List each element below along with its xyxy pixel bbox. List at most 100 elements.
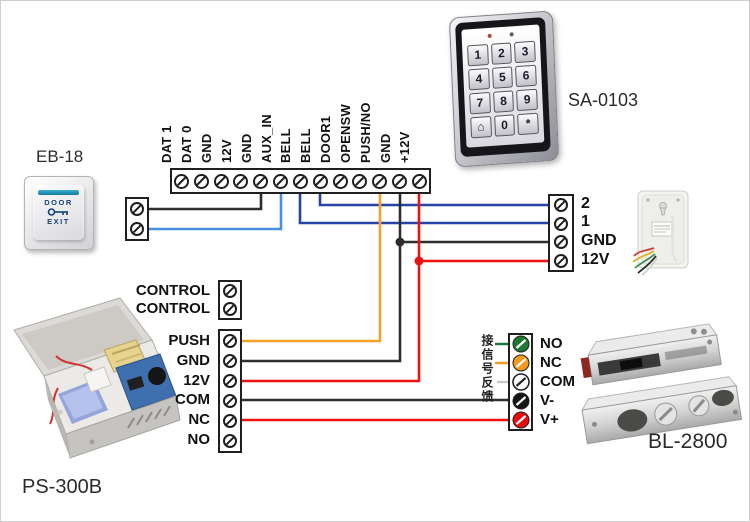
terminal-label-p12v: +12V: [397, 131, 412, 163]
doorbell-row-label-gnd: GND: [581, 232, 617, 249]
screw-terminal: [213, 173, 229, 189]
control-label-2: CONTROL: [135, 300, 210, 317]
terminal-label-bell2: BELL: [298, 128, 313, 163]
screw-terminal: [223, 394, 237, 408]
control-label-1: CONTROL: [135, 282, 210, 299]
wire-bell-to-doorbell-1: [298, 194, 548, 225]
relay-row-label-vminus: V-: [540, 392, 555, 409]
terminal-label-dat0: DAT 0: [179, 125, 194, 163]
power-row-label-no: NO: [187, 431, 211, 448]
terminal-label-pushno: PUSH/NO: [358, 102, 373, 163]
power-supply-model-label: PS-300B: [22, 476, 103, 498]
keypad-model-label: SA-0103: [568, 90, 639, 110]
exit-button-face: DOOR EXIT: [33, 185, 84, 240]
screw-terminal: [332, 173, 348, 189]
keypad-key-3: 3: [514, 40, 536, 64]
lock-device: [580, 323, 743, 445]
keypad-key-2: 2: [490, 42, 513, 65]
wire-bell-to-doorbell-2: [318, 194, 548, 207]
control-terminal-block: [218, 280, 242, 320]
wire-pushno-to-push: [242, 194, 382, 343]
screw-terminal: [193, 173, 209, 189]
terminal-label-bell1: BELL: [278, 128, 293, 163]
power-row-label-push: PUSH: [168, 332, 210, 349]
keypad-key-6: 6: [515, 64, 537, 88]
power-supply-device: [13, 297, 181, 459]
screw-terminal: [372, 173, 388, 189]
screw-terminal: [233, 173, 249, 189]
screw-terminal: [292, 173, 308, 189]
relay-row-label-vplus: V+: [540, 411, 559, 428]
screw-terminal: [554, 253, 568, 268]
screw-terminal: [223, 374, 237, 388]
power-row-label-12v: 12V: [183, 372, 210, 389]
lock-model-label: BL-2800: [648, 430, 728, 453]
screw-terminal: [223, 334, 237, 348]
wire-12v-main-red: [242, 194, 421, 383]
power-terminal-block: [218, 329, 242, 453]
relay-screw-no: [512, 335, 529, 353]
screw-terminal: [554, 198, 568, 213]
keypad-device: 1 2 3 4 5 6 7 8 9 ⌂ 0 *: [448, 10, 560, 168]
wire-gnd-to-exit-button: [149, 194, 263, 211]
keypad-key-7: 7: [469, 91, 491, 115]
exit-button-exit-text: EXIT: [47, 217, 70, 226]
exit-button-stripe: [38, 190, 79, 195]
keypad-key-5: 5: [491, 66, 514, 89]
terminal-label-door1: DOOR1: [318, 115, 333, 163]
power-row-label-gnd: GND: [176, 352, 210, 369]
screw-terminal: [223, 302, 237, 316]
key-icon: [47, 208, 68, 216]
exit-button-model-label: EB-18: [36, 147, 84, 166]
screw-terminal: [130, 222, 144, 236]
screw-terminal: [130, 202, 144, 216]
keypad-key-0: 0: [493, 114, 516, 137]
screw-terminal: [411, 173, 427, 189]
junction-dot-red: [414, 256, 424, 266]
relay-screw-vminus: [512, 392, 529, 410]
screw-terminal: [554, 216, 568, 231]
relay-row-label-no: NO: [540, 335, 563, 352]
keypad-key-8: 8: [492, 90, 515, 113]
terminal-label-gnd3: GND: [378, 133, 393, 164]
keypad-led-right: [509, 32, 514, 37]
screw-terminal: [273, 173, 289, 189]
keypad-key-9: 9: [516, 88, 538, 112]
power-row-label-nc: NC: [188, 411, 210, 428]
relay-row-label-com: COM: [540, 373, 575, 390]
keypad-key-1: 1: [467, 44, 489, 67]
controller-terminal-strip: [170, 168, 431, 194]
keypad-panel: 1 2 3 4 5 6 7 8 9 ⌂ 0 *: [461, 24, 545, 148]
doorbell-terminal-block: [548, 194, 574, 272]
screw-terminal: [253, 173, 269, 189]
lock-terminal-block: [508, 333, 533, 431]
terminal-label-auxin: AUX_IN: [259, 114, 274, 163]
screw-terminal: [223, 434, 237, 448]
wire-gnd-main-black: [242, 194, 402, 363]
wire-auxin-to-exit-button: [149, 194, 283, 231]
relay-screw-com: [511, 373, 530, 391]
relay-row-label-nc: NC: [540, 354, 562, 371]
doorbell-row-label-2: 2: [581, 195, 590, 212]
doorbell-row-label-12v: 12V: [581, 251, 610, 268]
screw-terminal: [392, 173, 408, 189]
power-row-label-com: COM: [175, 391, 210, 408]
screw-terminal: [352, 173, 368, 189]
exit-button-door-text: DOOR: [44, 198, 73, 207]
keypad-key-bell: ⌂: [470, 115, 492, 139]
keypad-keys: 1 2 3 4 5 6 7 8 9 ⌂ 0 *: [467, 40, 539, 139]
terminal-label-12v1: 12V: [219, 139, 234, 163]
terminal-label-dat1: DAT 1: [159, 125, 174, 163]
screw-terminal: [554, 235, 568, 250]
doorbell-row-label-1: 1: [581, 213, 590, 230]
exit-button-device: DOOR EXIT: [24, 176, 94, 250]
exit-button-terminal-block: [125, 197, 149, 241]
terminal-label-gnd2: GND: [239, 133, 254, 164]
terminal-label-opensw: OPENSW: [338, 104, 353, 163]
keypad-led-left: [487, 33, 492, 39]
screw-terminal: [174, 173, 189, 189]
terminal-label-gnd1: GND: [199, 133, 214, 164]
relay-screw-vplus: [512, 411, 529, 429]
